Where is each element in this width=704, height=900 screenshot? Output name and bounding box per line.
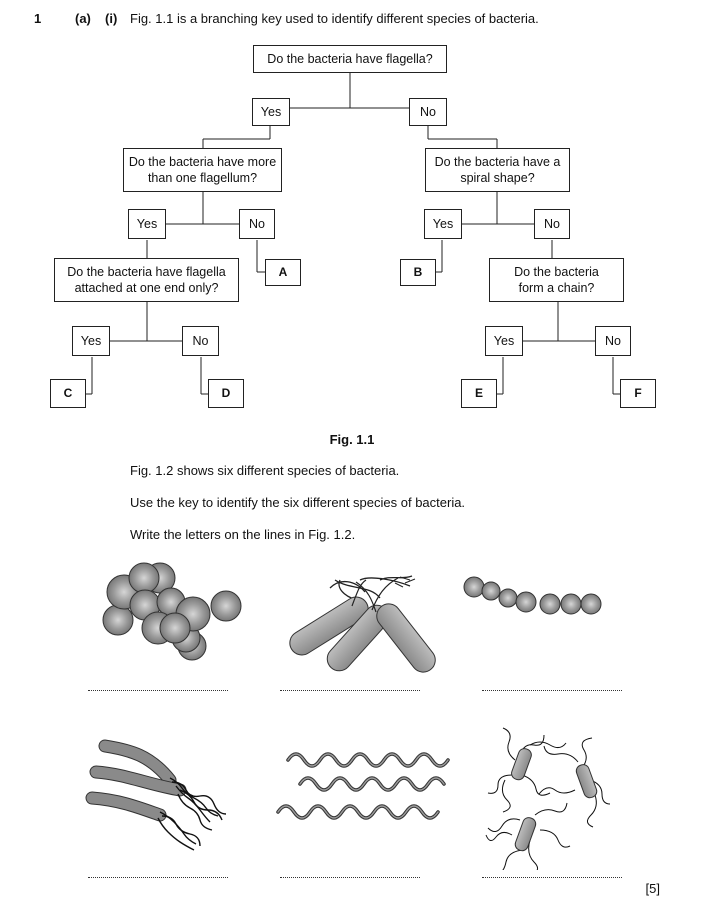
key-yes-one-end: Yes — [72, 326, 110, 356]
answer-line-3[interactable] — [482, 690, 622, 691]
bacteria-rods-multiple-flagella — [85, 739, 227, 851]
key-letter-b: B — [400, 259, 436, 286]
key-connector-lines — [86, 73, 620, 395]
key-yes-more-than-one: Yes — [128, 209, 166, 239]
key-question-flagella: Do the bacteria have flagella? — [253, 45, 447, 73]
key-letter-e: E — [461, 379, 497, 408]
key-question-one-end: Do the bacteria have flagella attached a… — [54, 258, 239, 302]
key-question-spiral: Do the bacteria have a spiral shape? — [425, 148, 570, 192]
question-intro: Fig. 1.1 is a branching key used to iden… — [130, 11, 539, 26]
bacteria-illustrations — [85, 562, 611, 870]
key-question-more-than-one: Do the bacteria have more than one flage… — [123, 148, 282, 192]
bacteria-cluster-cocci — [102, 562, 242, 661]
key-yes-flagella: Yes — [252, 98, 290, 126]
instruction-paragraph-1: Fig. 1.2 shows six different species of … — [130, 463, 400, 478]
instruction-paragraph-2: Use the key to identify the six differen… — [130, 495, 466, 510]
key-no-one-end: No — [182, 326, 219, 356]
answer-line-1[interactable] — [88, 690, 228, 691]
key-no-chain: No — [595, 326, 631, 356]
key-no-spiral: No — [534, 209, 570, 239]
key-no-more-than-one: No — [239, 209, 275, 239]
key-letter-c: C — [50, 379, 86, 408]
key-yes-chain: Yes — [485, 326, 523, 356]
bacteria-spirals-inner — [277, 753, 449, 819]
key-letter-f: F — [620, 379, 656, 408]
figure-caption: Fig. 1.1 — [329, 432, 375, 447]
question-subpart: (i) — [105, 11, 118, 26]
answer-line-4[interactable] — [88, 877, 228, 878]
answer-line-2[interactable] — [280, 690, 420, 691]
answer-line-6[interactable] — [482, 877, 622, 878]
key-question-chain: Do the bacteria form a chain? — [489, 258, 624, 302]
bacteria-rods-polar-flagella — [289, 575, 436, 673]
key-yes-spiral: Yes — [424, 209, 462, 239]
answer-line-5[interactable] — [280, 877, 420, 878]
question-part: (a) — [75, 11, 91, 26]
key-no-flagella: No — [409, 98, 447, 126]
marks-total: [5] — [645, 881, 660, 896]
bacteria-rods-peritrichous — [485, 727, 611, 870]
key-letter-d: D — [208, 379, 244, 408]
instruction-paragraph-3: Write the letters on the lines in Fig. 1… — [130, 527, 356, 542]
key-letter-a: A — [265, 259, 301, 286]
bacteria-chain-cocci — [463, 576, 602, 615]
question-number: 1 — [34, 11, 42, 26]
